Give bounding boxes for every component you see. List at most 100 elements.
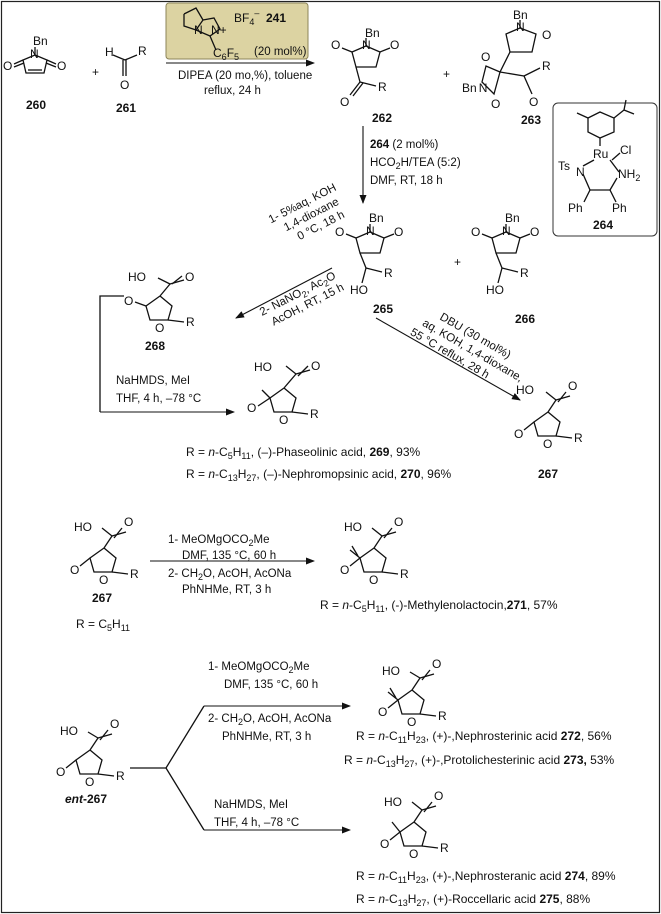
- atom-o: O: [432, 657, 441, 671]
- atom-r: R: [520, 266, 529, 280]
- atom-r: R: [116, 769, 125, 783]
- atom-o: O: [514, 427, 523, 441]
- atom-o: O: [70, 563, 79, 577]
- result-269: R = n-C5H11, (–)-Phaseolinic acid, 269, …: [186, 445, 421, 461]
- label-267-section2: 267: [92, 591, 112, 605]
- atom-ph: Ph: [612, 201, 627, 215]
- step1-conditions-line2: reflux, 24 h: [204, 85, 261, 97]
- atom-n: N: [362, 38, 371, 52]
- catalyst-264-box: [552, 102, 658, 237]
- compound-ent-267-structure: HO O O O R: [56, 717, 125, 789]
- atom-o: O: [3, 59, 12, 73]
- atom-o: O: [369, 573, 378, 587]
- atom-nh2: NH2: [618, 167, 640, 183]
- atom-o: O: [340, 95, 349, 109]
- compound-268-structure: HO O O O R: [124, 270, 195, 335]
- atom-o: O: [110, 717, 119, 731]
- atom-o: O: [340, 563, 349, 577]
- atom-o: O: [311, 359, 320, 373]
- compound-266-structure: N Bn O O HO R: [471, 211, 539, 297]
- atom-o: O: [335, 225, 344, 239]
- atom-n: N: [194, 23, 203, 37]
- plus-sign: +: [443, 67, 450, 81]
- section3-lower-line1: NaHMDS, MeI: [214, 799, 288, 811]
- atom-o: O: [279, 413, 288, 427]
- compound-267-structure: HO O O O R: [514, 379, 583, 451]
- atom-ho: HO: [350, 283, 368, 297]
- atom-o: O: [434, 789, 443, 803]
- compound-272-273-structure: HO O O O R: [378, 657, 447, 729]
- plus-sign: +: [92, 65, 99, 79]
- atom-n: N: [502, 224, 511, 238]
- atom-o: O: [409, 847, 418, 861]
- atom-r: R: [130, 567, 139, 581]
- atom-r: R: [438, 709, 447, 723]
- atom-ho: HO: [382, 664, 400, 678]
- atom-c6f5: C6F5: [213, 46, 239, 62]
- section2-conditions-line3: 2- CH2O, AcOH, AcONa: [168, 568, 292, 582]
- atom-ho: HO: [486, 283, 504, 297]
- atom-ho: HO: [254, 360, 272, 374]
- atom-bn: Bn: [505, 211, 520, 225]
- atom-ph: Ph: [568, 201, 583, 215]
- catalyst-241-label: 241: [266, 11, 286, 25]
- result-273: R = n-C13H27, (+)-,Protolichesterinic ac…: [344, 753, 615, 769]
- atom-ho: HO: [60, 724, 78, 738]
- atom-n: N: [576, 165, 585, 179]
- section3-upper-line4: PhNHMe, RT, 3 h: [222, 731, 311, 743]
- compound-274-275-structure: HO O O O R: [380, 789, 449, 861]
- atom-cl: Cl: [620, 143, 631, 157]
- compound-261-structure: O H R: [105, 44, 147, 92]
- result-272: R = n-C11H23, (+)-,Nephrosterinic acid 2…: [356, 729, 612, 745]
- atom-o: O: [542, 28, 551, 42]
- label-264: 264: [593, 218, 613, 232]
- atom-o: O: [331, 38, 340, 52]
- step2-conditions-line2: HCO2H/TEA (5:2): [370, 157, 461, 171]
- atom-o: O: [481, 50, 490, 64]
- atom-o: O: [120, 78, 129, 92]
- atom-o: O: [394, 515, 403, 529]
- step5-conditions-line1: NaHMDS, MeI: [116, 375, 190, 387]
- catalyst-264-structure: Ru Cl Ts N NH2 Ph Ph: [558, 99, 640, 215]
- label-268: 268: [145, 339, 165, 353]
- atom-r: R: [574, 431, 583, 445]
- atom-o: O: [85, 775, 94, 789]
- atom-o: O: [247, 401, 256, 415]
- atom-o: O: [185, 270, 194, 284]
- atom-ho: HO: [344, 520, 362, 534]
- atom-n: N: [516, 20, 525, 34]
- atom-o: O: [155, 321, 164, 335]
- r-definition: R = C5H11: [76, 617, 130, 633]
- section3-upper-line1: 1- MeOMgOCO2Me: [208, 661, 310, 675]
- atom-r: R: [384, 266, 393, 280]
- result-271: R = n-C5H11, (-)-Methylenolactocin,271, …: [320, 598, 558, 614]
- compound-262-structure: N Bn O O O R: [331, 26, 399, 109]
- compound-267-section2-structure: HO O O O R: [70, 515, 139, 587]
- atom-o: O: [471, 225, 480, 239]
- atom-o: O: [394, 225, 403, 239]
- compound-260-structure: N Bn O O: [3, 34, 66, 74]
- atom-ts: Ts: [558, 159, 570, 173]
- reaction-arrow-4: [375, 317, 521, 401]
- compound-271-structure: HO O O O R: [340, 515, 409, 587]
- atom-o: O: [543, 437, 552, 451]
- atom-ho: HO: [128, 270, 146, 284]
- path-268-to-step5: [99, 295, 124, 412]
- atom-h: H: [105, 45, 114, 59]
- atom-bn: Bn: [33, 34, 48, 48]
- atom-bn: Bn: [365, 26, 380, 40]
- atom-r: R: [440, 841, 449, 855]
- section3-upper-line2: DMF, 135 °C, 60 h: [224, 679, 318, 691]
- atom-r: R: [378, 80, 387, 94]
- section3-upper-line3: 2- CH2O, AcOH, AcONa: [208, 713, 332, 727]
- atom-r: R: [186, 315, 195, 329]
- catalyst-241-loading: (20 mol%): [254, 46, 307, 58]
- label-267: 267: [538, 467, 558, 481]
- atom-o: O: [491, 97, 500, 111]
- atom-o: O: [124, 294, 133, 308]
- atom-ru: Ru: [593, 147, 608, 161]
- step1-conditions-line1: DIPEA (20 mo,%), toluene: [178, 70, 312, 82]
